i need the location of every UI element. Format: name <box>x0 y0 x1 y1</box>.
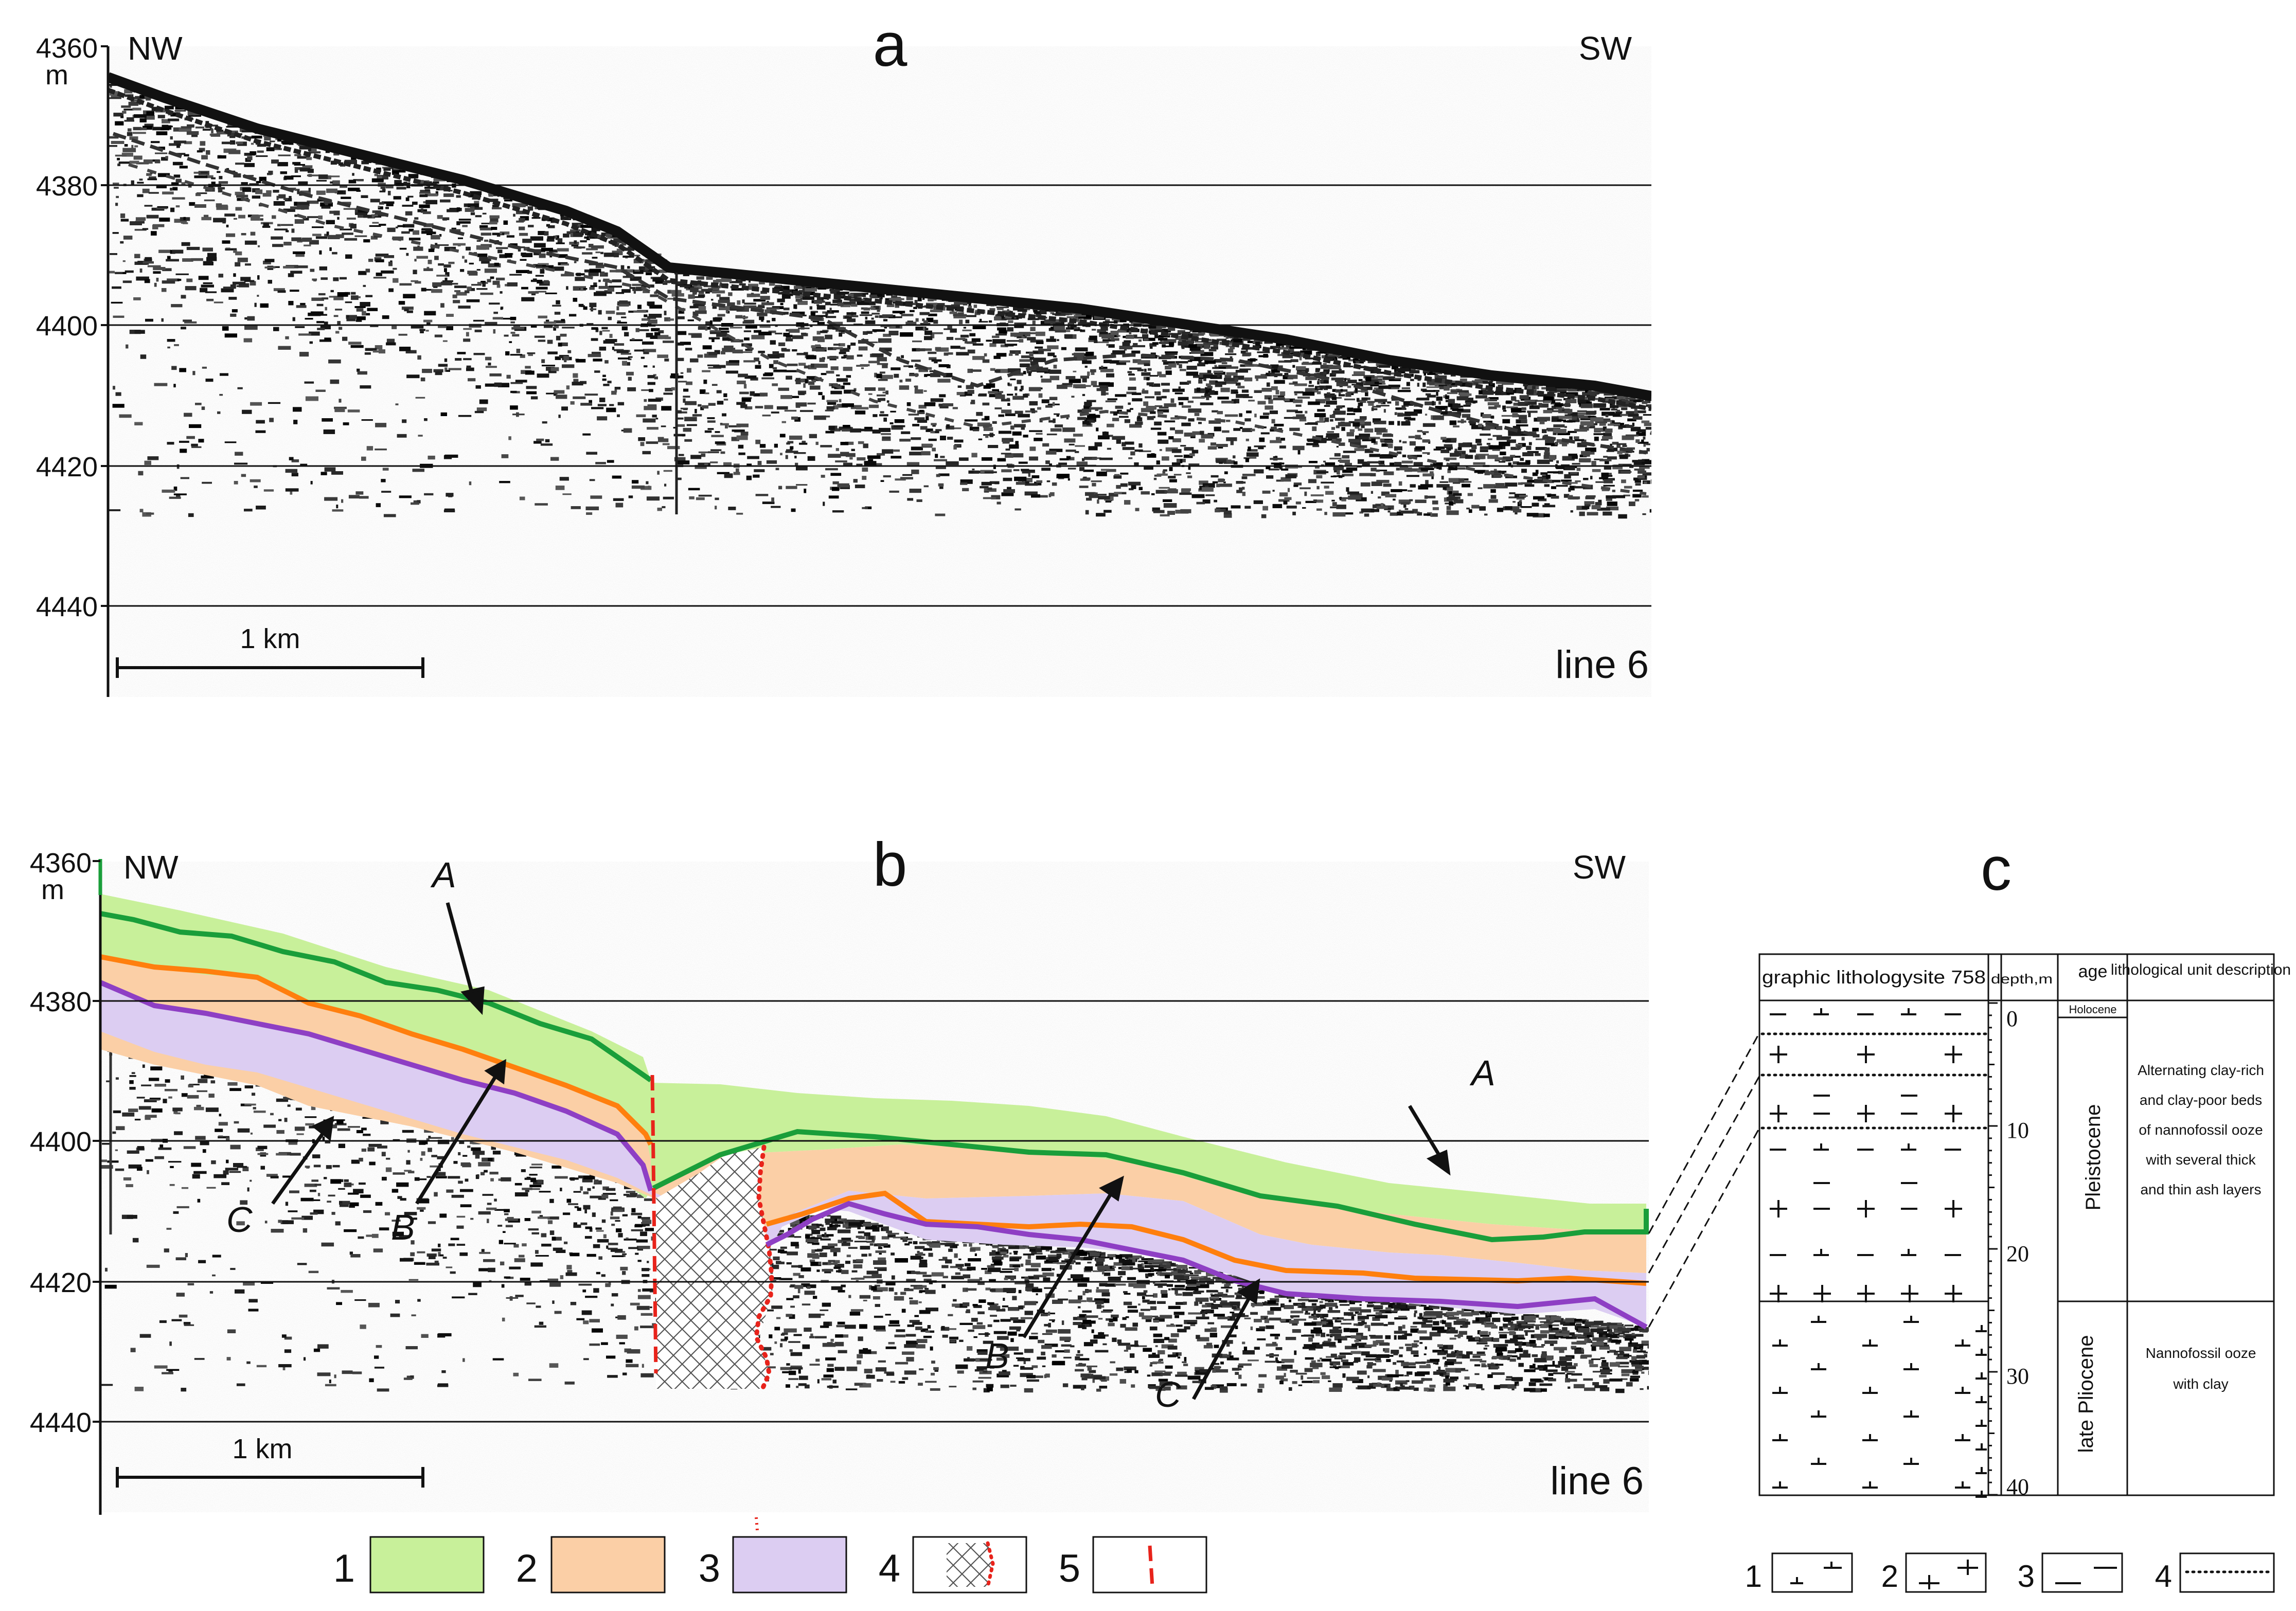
legend-b-number-5: 5 <box>1059 1547 1080 1590</box>
direction-label-nw-a: NW <box>128 30 183 67</box>
depth-label-40: 40 <box>2006 1474 2029 1499</box>
line-label-a: line 6 <box>1555 643 1649 687</box>
header-description-text: lithological unit description <box>2111 961 2291 978</box>
reflector-c-line <box>100 980 653 1192</box>
legend-b: 1 2 3 4 5 <box>333 1517 1207 1594</box>
reflector-label-a-1: A <box>430 855 456 895</box>
depth-ticks-b <box>93 860 100 1423</box>
reflector-label-b-2: B <box>985 1336 1009 1376</box>
legend-b-number-4: 4 <box>879 1547 900 1590</box>
depth-ruler <box>1988 1002 1998 1496</box>
depth-tick-label-4380-b: 4380 <box>30 987 92 1017</box>
panel-label-c: c <box>1981 834 2012 903</box>
depth-tick-label-4440-a: 4440 <box>36 592 98 622</box>
age-late-pliocene: late Pliocene <box>2075 1335 2097 1453</box>
depth-label-30: 30 <box>2006 1364 2029 1389</box>
reflector-label-a-2: A <box>1469 1053 1496 1093</box>
disturbed-zone-boundary <box>754 1144 774 1391</box>
legend-c-number-1: 1 <box>1745 1559 1762 1594</box>
depth-gridlines-a <box>108 184 1651 607</box>
legend-c-number-3: 3 <box>2018 1559 2035 1594</box>
depth-tick-label-4420-b: 4420 <box>30 1267 92 1298</box>
depth-tick-label-4400-b: 4400 <box>30 1126 92 1157</box>
unit-3-layer <box>100 982 1646 1327</box>
ash-layer-lines <box>1760 1032 1987 1130</box>
depth-label-10: 10 <box>2006 1118 2029 1143</box>
reflector-b-line <box>100 954 653 1146</box>
depth-tick-label-4360-a: 4360 <box>36 33 98 64</box>
scale-bar-label-a: 1 km <box>240 623 300 654</box>
scale-bar-a <box>116 657 424 678</box>
panel-label-a: a <box>873 10 907 79</box>
reflector-label-c-2: C <box>1155 1374 1181 1415</box>
legend-c-number-2: 2 <box>1881 1559 1898 1594</box>
header-lithology: graphic lithologysite 758 <box>1762 966 1986 988</box>
seabed-reflector-a <box>108 72 1651 401</box>
age-late-pliocene-text: late Pliocene <box>2075 1335 2097 1453</box>
panel-c: c graphic lithologysite 758 depth,m age … <box>1648 834 2291 1594</box>
legend-b-number-1: 1 <box>333 1547 355 1590</box>
depth-unit-b: m <box>41 874 64 905</box>
depth-tick-label-4360-b: 4360 <box>30 848 92 879</box>
depth-tick-label-4420-a: 4420 <box>36 452 98 482</box>
depth-tick-label-4380-a: 4380 <box>36 171 98 202</box>
age-pleistocene: Pleistocene <box>2082 1104 2105 1211</box>
depth-unit-a: m <box>45 60 68 91</box>
depth-label-20: 20 <box>2006 1241 2029 1266</box>
description-line-5: and thin ash layers <box>2140 1182 2261 1197</box>
legend-b-swatch-3 <box>732 1536 847 1594</box>
legend-b-swatch-5 <box>1092 1536 1207 1594</box>
correlation-lines <box>1648 1032 1760 1328</box>
direction-label-sw-b: SW <box>1573 849 1626 886</box>
depth-ticks-a <box>101 45 108 607</box>
line-label-b: line 6 <box>1550 1459 1644 1503</box>
legend-c-number-4: 4 <box>2155 1559 2172 1594</box>
reflector-arrows <box>271 902 1451 1400</box>
fault-line <box>650 1075 658 1374</box>
reflector-a-line <box>100 911 652 1083</box>
depth-label-0: 0 <box>2006 1006 2018 1031</box>
disturbed-zone <box>656 1147 772 1389</box>
legend-b-number-2: 2 <box>516 1547 538 1590</box>
lithology-symbols <box>1770 1008 1987 1498</box>
legend-b-swatch-2 <box>550 1536 666 1594</box>
legend-c: 1 2 3 4 <box>1745 1552 2275 1594</box>
header-description: lithological unit description <box>2111 961 2291 978</box>
panel-a: 4360 m 4380 4400 4420 4440 NW SW a 1 km … <box>36 10 1651 697</box>
reflector-label-c-1: C <box>226 1200 253 1240</box>
description-line-1: Alternating clay-rich <box>2138 1062 2264 1078</box>
age-holocene: Holocene <box>2069 1003 2117 1016</box>
legend-b-number-3: 3 <box>699 1547 720 1590</box>
description-line-4: with several thick <box>2145 1152 2256 1168</box>
header-depth: depth,m <box>1991 971 2053 987</box>
panel-b: A C B A B C 4360 m 4380 4400 4420 4440 N… <box>30 830 1649 1515</box>
depth-tick-label-4400-a: 4400 <box>36 311 98 342</box>
panel-label-b: b <box>873 830 907 899</box>
description-line-3: of nannofossil ooze <box>2139 1122 2263 1138</box>
direction-label-sw-a: SW <box>1579 30 1632 67</box>
description-line-7: with clay <box>2173 1376 2228 1392</box>
legend-b-swatch-1 <box>369 1536 485 1594</box>
depth-gridlines-b <box>100 1000 1649 1423</box>
description-line-2: and clay-poor beds <box>2140 1092 2262 1108</box>
scale-bar-label-b: 1 km <box>232 1434 292 1464</box>
scale-bar-b <box>116 1467 424 1488</box>
description-line-6: Nannofossil ooze <box>2146 1345 2256 1361</box>
reflector-label-b-1: B <box>391 1207 415 1247</box>
depth-tick-label-4440-b: 4440 <box>30 1407 92 1438</box>
header-age: age <box>2078 962 2108 981</box>
direction-label-nw-b: NW <box>123 849 179 886</box>
